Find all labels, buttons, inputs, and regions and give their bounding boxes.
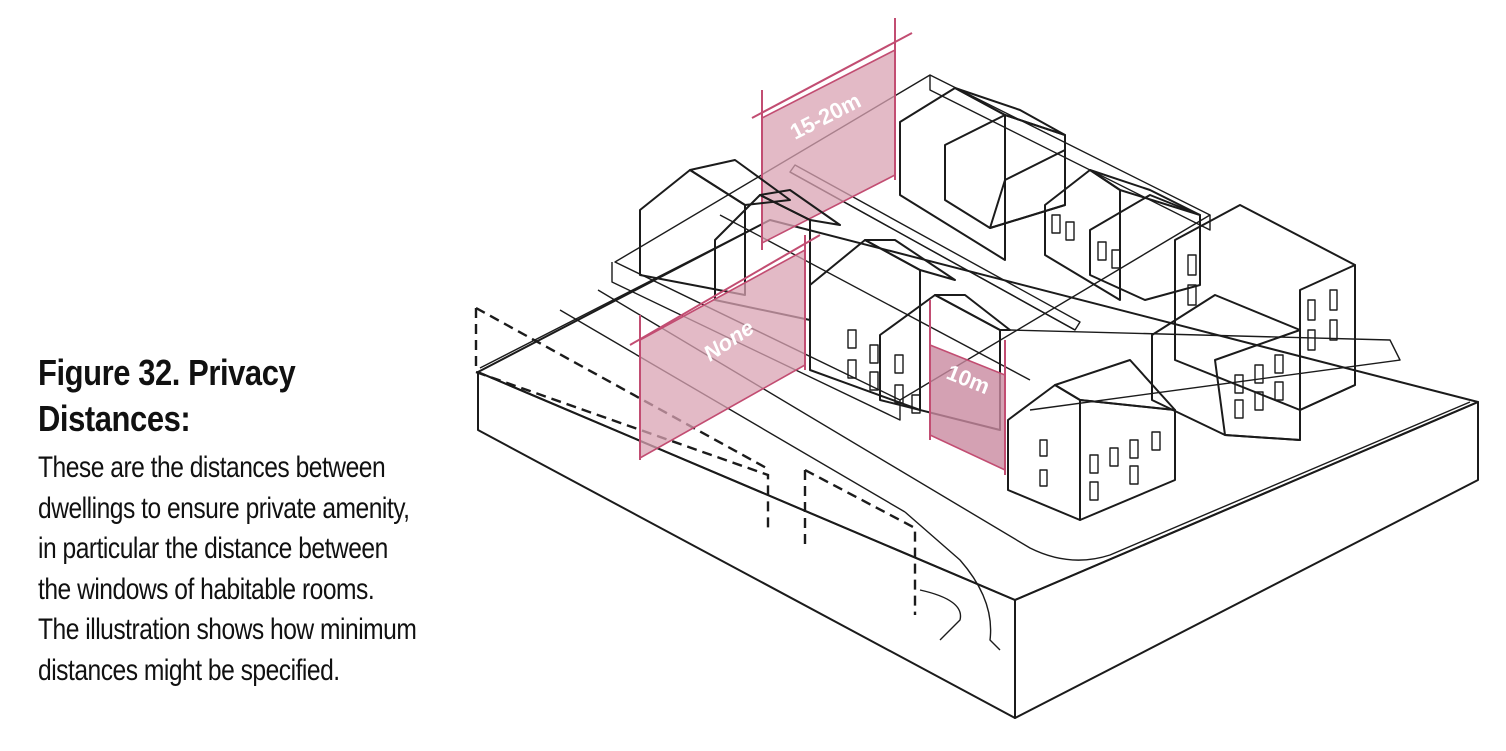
street-lines: [479, 224, 1471, 651]
description-line-1: These are the distances between: [38, 451, 386, 484]
figure-description: These are the distances between dwelling…: [38, 448, 464, 691]
figure-title: Figure 32. Privacy Distances:: [38, 350, 451, 442]
rear-terrace-houses: [899, 87, 1201, 301]
figure-caption: Figure 32. Privacy Distances: These are …: [38, 350, 468, 691]
apartment-blocks: [1151, 204, 1356, 441]
front-distance-plane: None: [629, 234, 821, 460]
site-base: [477, 219, 1479, 719]
figure-title-line-1: Figure 32. Privacy: [38, 352, 296, 393]
left-terrace-houses: [639, 159, 1011, 431]
description-line-2: dwellings to ensure private amenity,: [38, 491, 410, 525]
description-line-6: distances might be specified.: [38, 653, 340, 687]
rear-distance-plane: 15-20m: [751, 18, 913, 250]
description-line-3: in particular the distance between: [38, 532, 388, 565]
front-corner-houses: [1007, 359, 1176, 521]
description-line-5: The illustration shows how minimum: [38, 613, 417, 646]
figure-title-line-2: Distances:: [38, 398, 191, 439]
description-line-4: the windows of habitable rooms.: [38, 572, 375, 606]
dashed-plot-outlines: [474, 306, 917, 615]
